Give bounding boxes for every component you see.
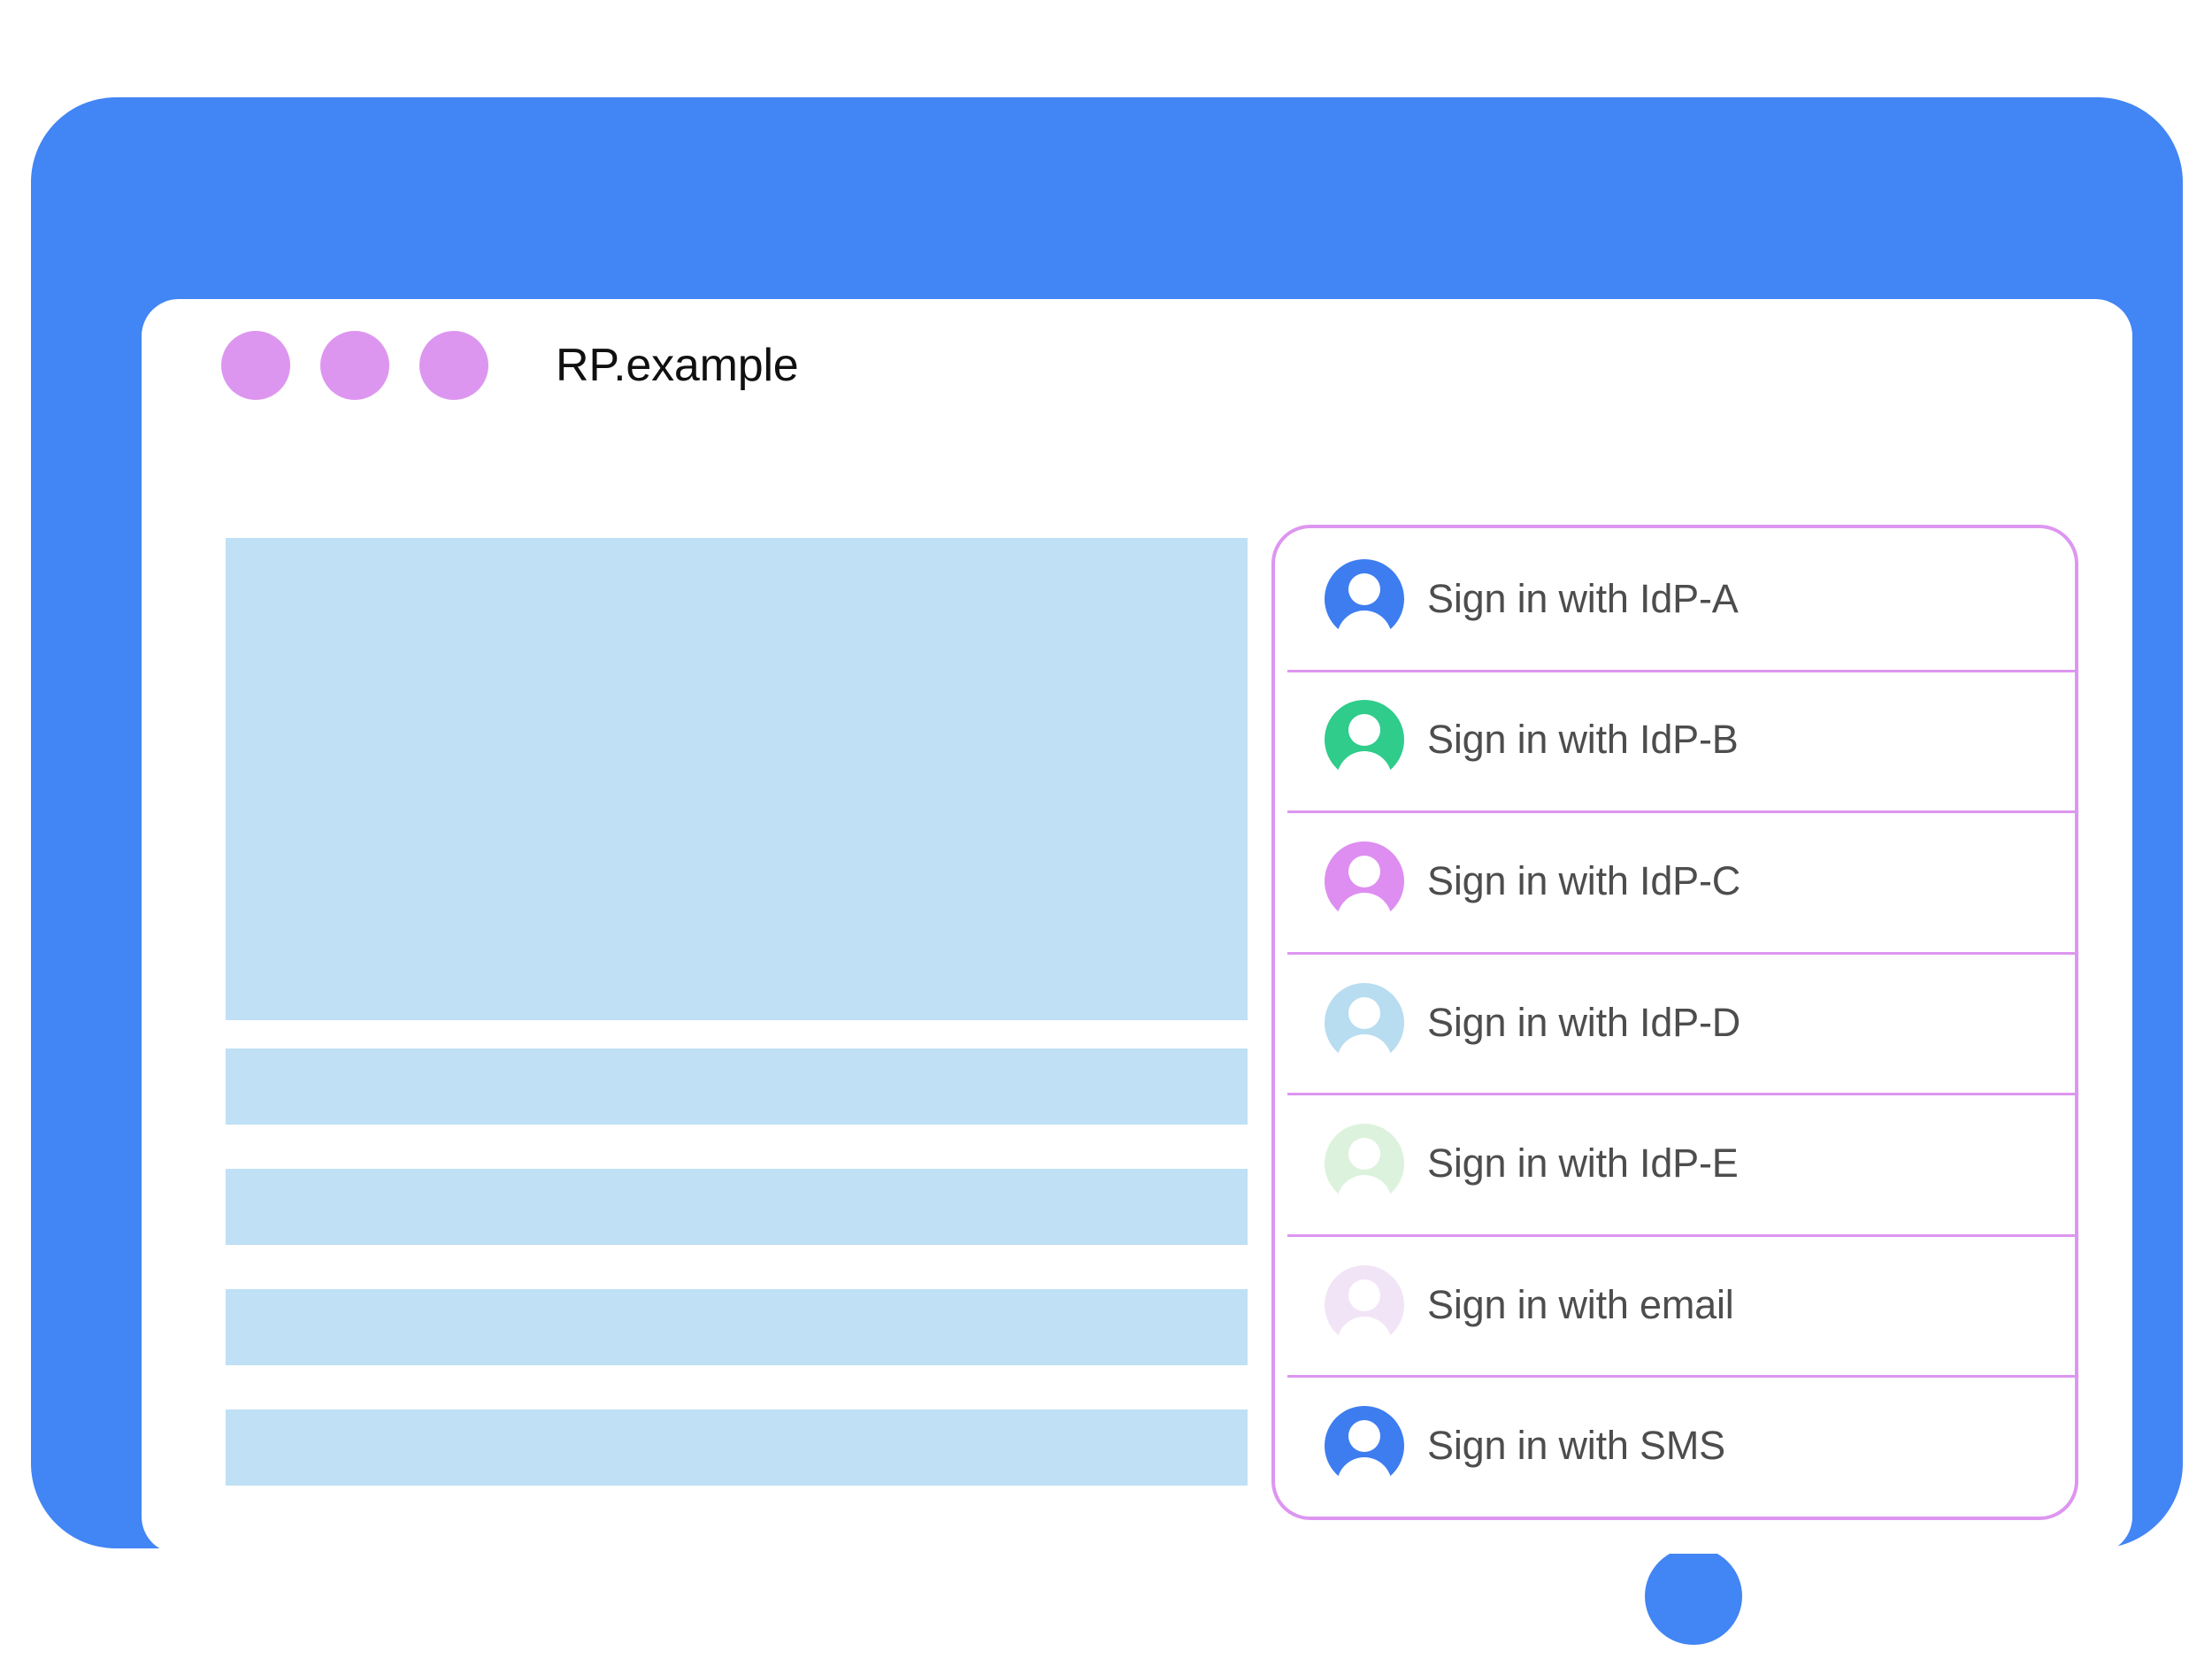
account-avatar-icon — [1325, 982, 1404, 1089]
signin-option-idp-c[interactable]: Sign in with IdP-C — [1275, 810, 2075, 952]
signin-option-label: Sign in with IdP-C — [1427, 857, 1741, 903]
account-avatar-icon — [1325, 700, 1404, 807]
signin-option-email[interactable]: Sign in with email — [1275, 1233, 2075, 1376]
window-dot-3[interactable] — [419, 331, 488, 400]
signin-option-idp-d[interactable]: Sign in with IdP-D — [1275, 951, 2075, 1094]
signin-option-label: Sign in with IdP-B — [1427, 717, 1739, 763]
account-avatar-icon — [1325, 1264, 1404, 1371]
signin-option-idp-e[interactable]: Sign in with IdP-E — [1275, 1093, 2075, 1234]
signin-option-sms[interactable]: Sign in with SMS — [1275, 1375, 2075, 1517]
window-dot-1[interactable] — [221, 331, 290, 400]
device-screen: RP.example Sign in with IdP-A — [142, 299, 2132, 1554]
signin-option-idp-b[interactable]: Sign in with IdP-B — [1275, 669, 2075, 811]
page-content-placeholders — [226, 538, 1248, 1486]
browser-titlebar: RP.example — [142, 299, 2132, 432]
signin-option-label: Sign in with IdP-E — [1427, 1141, 1739, 1187]
signin-option-label: Sign in with email — [1427, 1281, 1734, 1327]
text-line-1 — [226, 1048, 1248, 1125]
account-avatar-icon — [1325, 1124, 1404, 1231]
bezel-notch-left — [1610, 1547, 1647, 1651]
account-avatar-icon — [1325, 558, 1404, 665]
text-line-2 — [226, 1169, 1248, 1245]
account-avatar-icon — [1325, 841, 1404, 948]
signin-option-label: Sign in with IdP-A — [1427, 575, 1739, 621]
bezel-notch-right — [1770, 1547, 1807, 1651]
window-dot-2[interactable] — [320, 331, 389, 400]
home-button[interactable] — [1645, 1548, 1742, 1645]
account-avatar-icon — [1325, 1406, 1404, 1513]
device-frame: RP.example Sign in with IdP-A — [31, 97, 2183, 1651]
signin-option-label: Sign in with IdP-D — [1427, 999, 1741, 1045]
text-line-4 — [226, 1409, 1248, 1486]
page-title: RP.example — [556, 340, 799, 391]
signin-option-idp-a[interactable]: Sign in with IdP-A — [1275, 528, 2075, 670]
signin-option-label: Sign in with SMS — [1427, 1423, 1725, 1469]
signin-account-chooser: Sign in with IdP-A Sign in with IdP-B Si… — [1271, 525, 2078, 1520]
hero-placeholder — [226, 538, 1248, 1020]
text-line-3 — [226, 1289, 1248, 1365]
